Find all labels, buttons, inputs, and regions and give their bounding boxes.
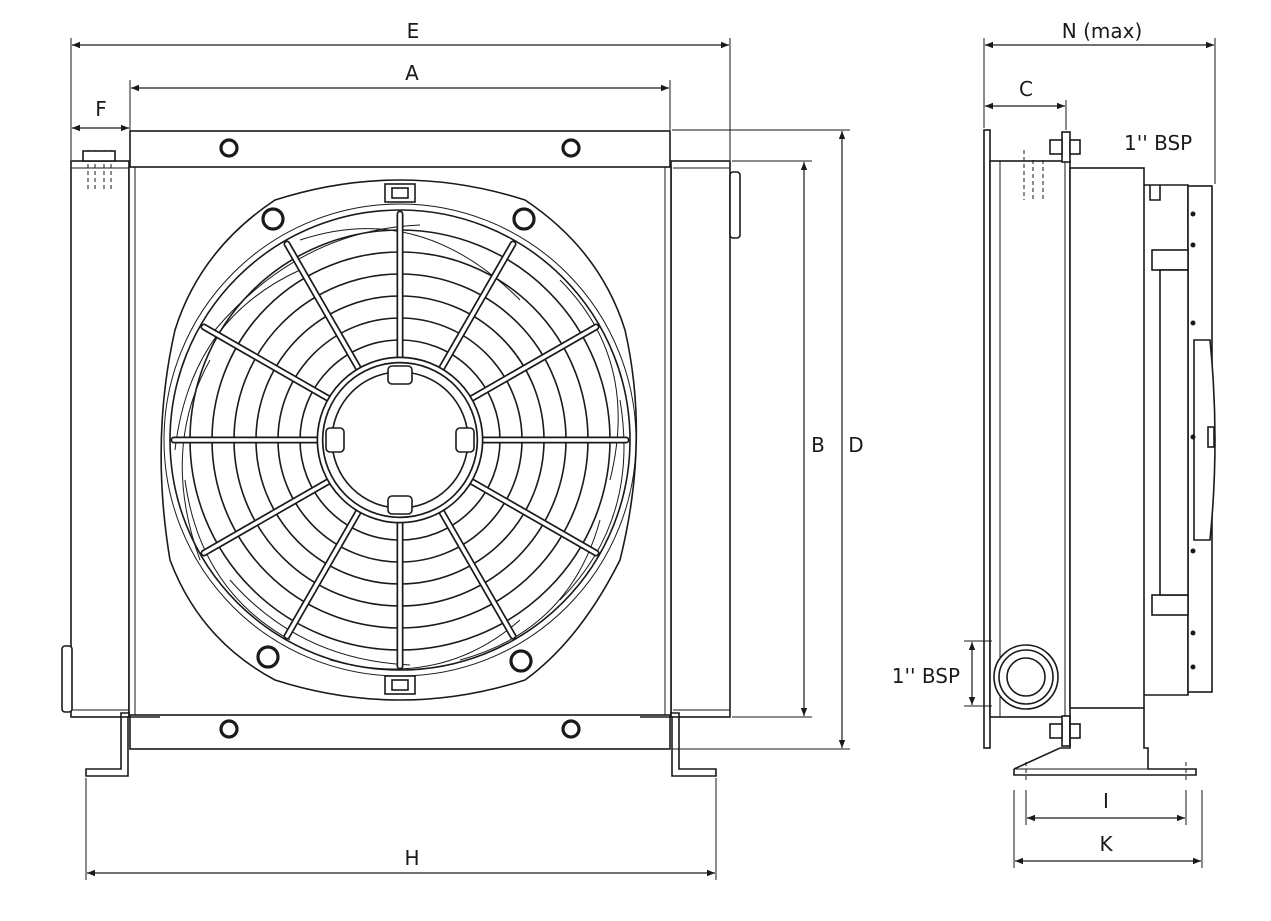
side-tank (989, 160, 1071, 718)
left-foot (85, 712, 160, 777)
side-motor (1193, 339, 1216, 541)
mounting-hole (219, 138, 239, 158)
dim-label-h: H (404, 846, 419, 870)
bottom-port (993, 644, 1059, 710)
mounting-hole (219, 719, 239, 739)
fan-assembly (160, 179, 638, 701)
left-tank-boss (61, 645, 73, 713)
side-view (983, 129, 1216, 782)
top-bolt (1061, 131, 1071, 163)
bottom-bolt (1061, 715, 1071, 747)
dim-label-i: I (1103, 789, 1109, 813)
left-tank (70, 160, 130, 718)
port-label-top: 1'' BSP (1124, 131, 1192, 155)
side-flange (983, 129, 991, 749)
side-bolts (1190, 211, 1196, 670)
fan-blades (174, 224, 625, 670)
right-tank (670, 160, 731, 718)
shroud-hole (509, 649, 533, 673)
fan-shroud (160, 179, 638, 701)
side-core (1069, 167, 1145, 709)
shroud-hole (512, 207, 536, 231)
dim-label-n-max: N (max) (1062, 19, 1143, 43)
shroud-hole (256, 645, 280, 669)
right-tank-boss (729, 171, 741, 239)
dim-label-c: C (1019, 77, 1033, 101)
dim-label-k: K (1099, 832, 1113, 856)
top-plate (129, 130, 671, 170)
dim-label-f: F (95, 97, 107, 121)
front-view-dimensions: E A F H B D (70, 19, 864, 880)
right-foot (640, 712, 717, 777)
dim-label-b: B (811, 433, 825, 457)
shroud-hole (261, 207, 285, 231)
dim-label-e: E (407, 19, 420, 43)
dim-label-a: A (405, 61, 419, 85)
front-view (61, 130, 741, 777)
side-view-dimensions: N (max) C I K 1'' BSP 1'' BSP (892, 19, 1216, 868)
mounting-hole (561, 138, 581, 158)
mounting-hole (561, 719, 581, 739)
dim-label-d: D (848, 433, 863, 457)
port-label-bottom: 1'' BSP (892, 664, 960, 688)
side-foot (1013, 708, 1197, 776)
